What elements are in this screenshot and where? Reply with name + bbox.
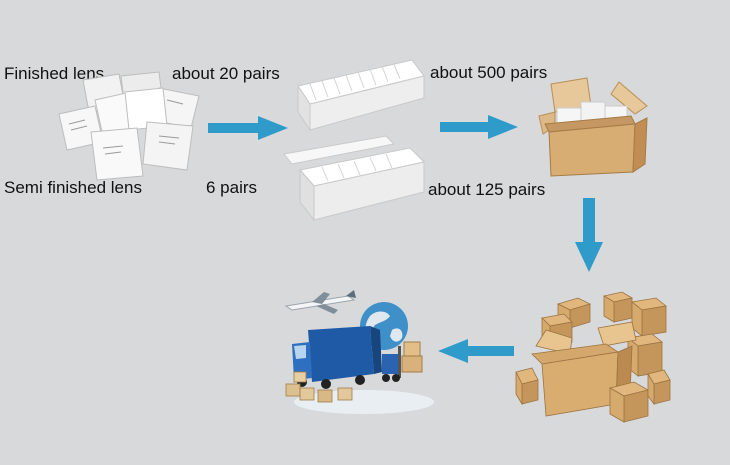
white-box-icon [296,58,428,134]
airplane-icon [286,290,356,314]
stacked-cartons-icon [512,288,672,428]
arrow-left-icon [438,339,514,363]
carton-icon [535,76,655,178]
arrow-right-icon [208,116,290,140]
six-pairs-label: 6 pairs [206,178,257,198]
about-125-pairs-label: about 125 pairs [428,180,545,200]
white-box-icon [282,134,428,224]
lens-packets-icon [55,70,205,185]
about-500-pairs-label: about 500 pairs [430,63,547,83]
logistics-icon [278,286,438,418]
arrow-down-icon [575,198,603,274]
arrow-right-icon [440,115,520,139]
